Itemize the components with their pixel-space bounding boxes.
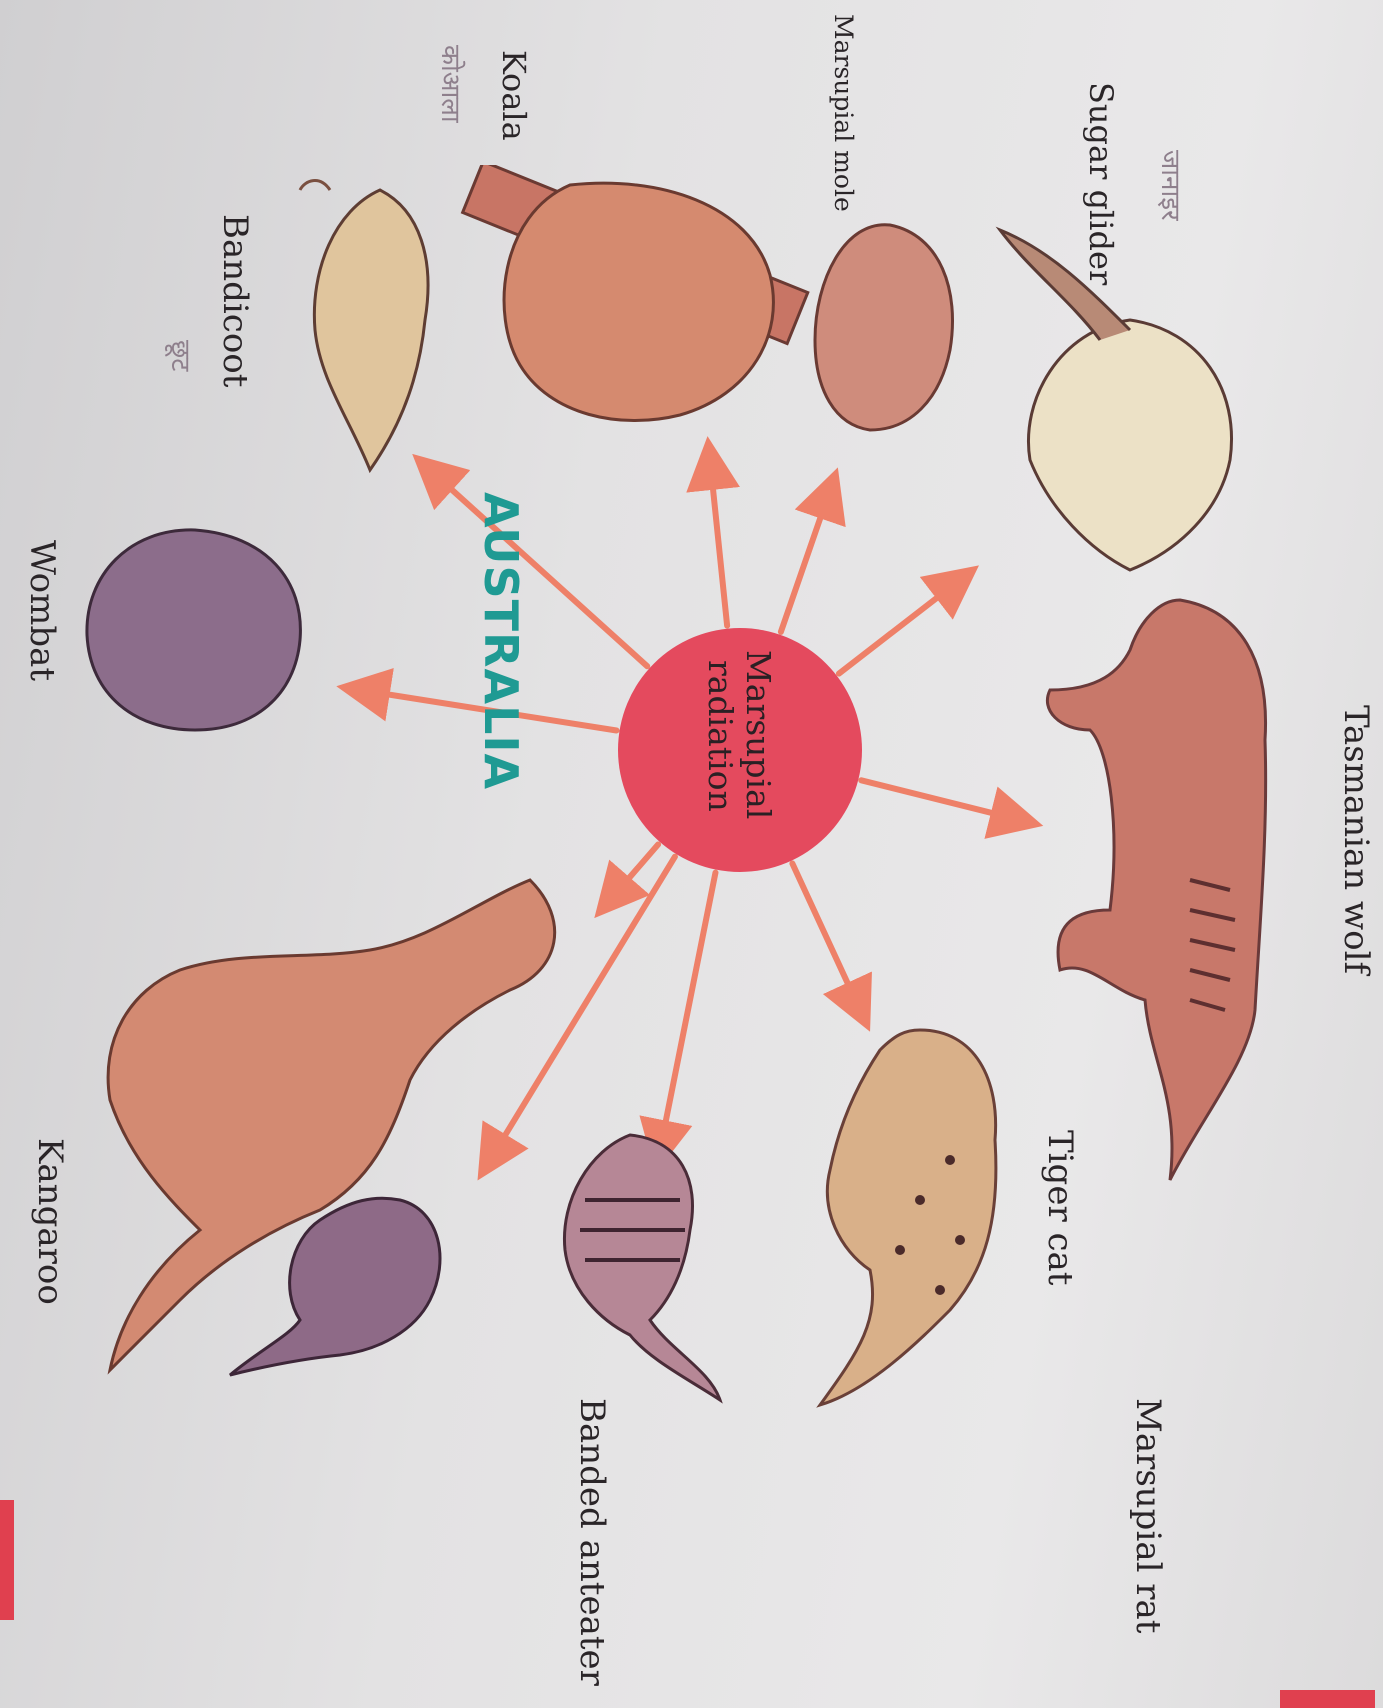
center-label: Marsupial radiation bbox=[655, 640, 785, 850]
continent-label: AUSTRALIA bbox=[474, 492, 528, 790]
page-edge-bar-bottom-left bbox=[0, 1500, 14, 1620]
tiger-cat-illustration bbox=[800, 1010, 1030, 1410]
label-marsupial-rat: Marsupial rat bbox=[1128, 1398, 1168, 1633]
koala-illustration bbox=[450, 165, 820, 445]
label-tasmanian-wolf: Tasmanian wolf bbox=[1336, 705, 1376, 974]
handwritten-sugar-glider: जानाइर bbox=[1154, 150, 1190, 221]
arrow-to-marsupial-mole bbox=[781, 490, 830, 632]
label-banded-anteater: Banded anteater bbox=[572, 1398, 612, 1686]
wombat-illustration bbox=[75, 520, 315, 740]
arrow-to-tiger-cat bbox=[792, 863, 860, 1010]
label-bandicoot: Bandicoot bbox=[215, 214, 255, 387]
handwritten-koala: कोआला bbox=[434, 45, 470, 123]
arrow-to-banded-anteater bbox=[660, 873, 715, 1150]
label-sugar-glider: Sugar glider bbox=[1082, 82, 1120, 285]
label-kangaroo: Kangaroo bbox=[30, 1138, 70, 1305]
sugar-glider-illustration bbox=[980, 210, 1280, 580]
page-edge-bar-bottom-right bbox=[1280, 1690, 1375, 1708]
center-label-line1: Marsupial bbox=[739, 650, 778, 819]
label-koala: Koala bbox=[495, 50, 533, 141]
label-wombat: Wombat bbox=[22, 540, 62, 681]
kangaroo-illustration bbox=[70, 840, 590, 1380]
arrow-to-koala bbox=[710, 460, 727, 626]
center-label-line2: radiation bbox=[701, 660, 740, 812]
bandicoot-illustration bbox=[290, 170, 450, 480]
tasmanian-wolf-illustration bbox=[1030, 580, 1330, 1200]
label-marsupial-mole: Marsupial mole bbox=[829, 14, 858, 212]
label-tiger-cat: Tiger cat bbox=[1040, 1130, 1080, 1285]
handwritten-bandicoot: छूट bbox=[164, 340, 200, 371]
marsupial-mole-illustration bbox=[800, 210, 970, 440]
arrow-to-tasmanian-wolf bbox=[861, 780, 1020, 820]
